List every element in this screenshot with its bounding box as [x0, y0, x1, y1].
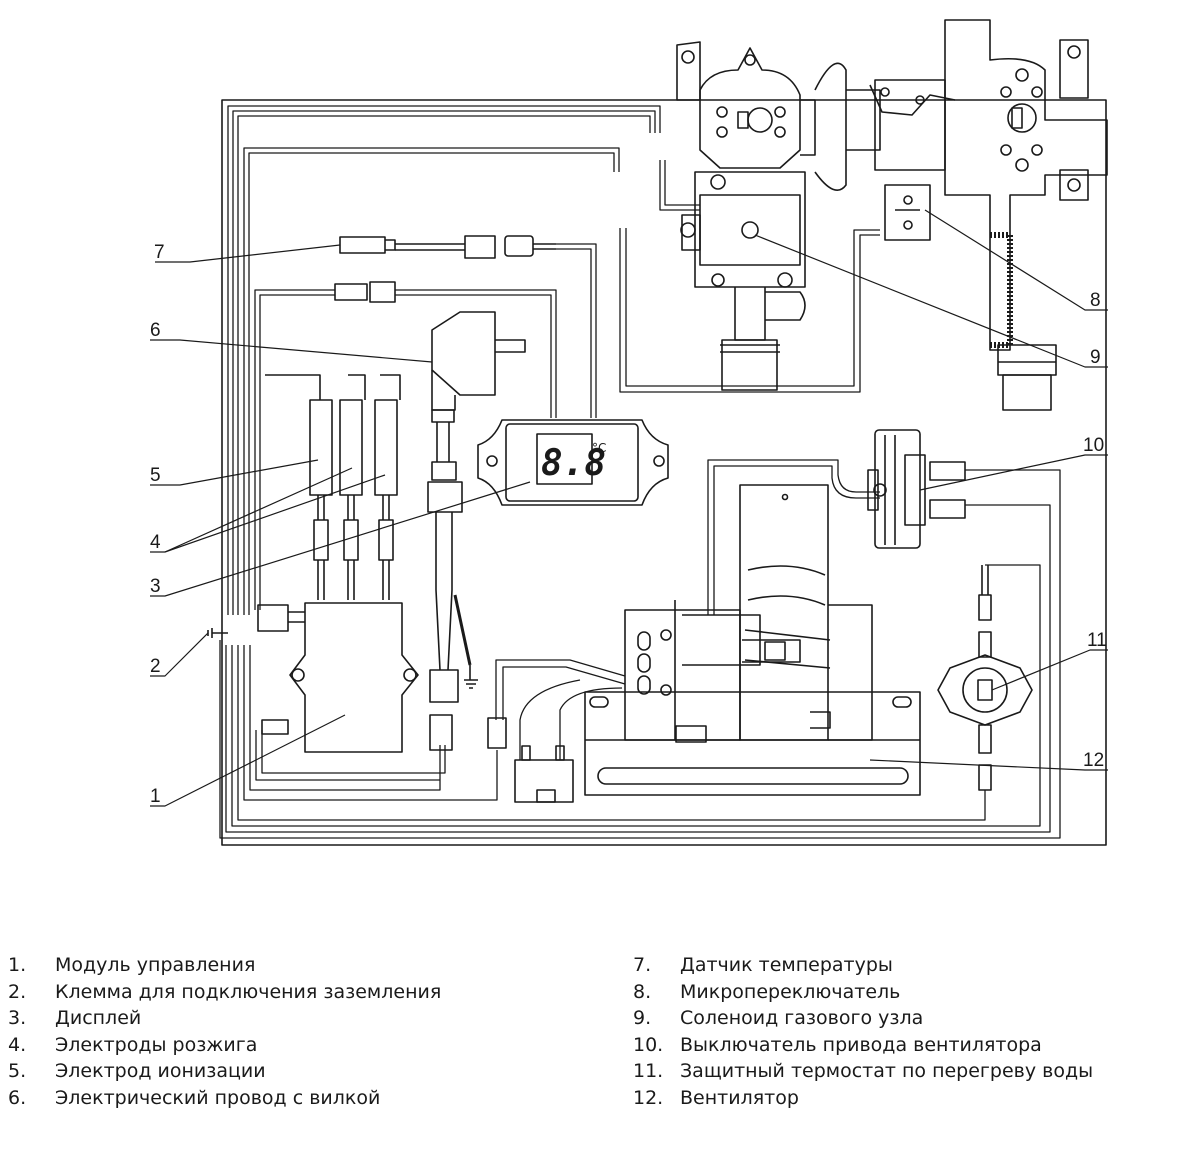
leader-5: [150, 459, 319, 486]
wiring-diagram: 8.8 °C: [150, 19, 1108, 846]
enclosure-frame: [221, 99, 1107, 846]
legend-text: Выключатель привода вентилятора: [680, 1033, 1042, 1056]
ground-terminal: [207, 628, 228, 638]
legend-item: 11. Защитный термостат по перегреву воды: [633, 1058, 1093, 1085]
legend-number: 6.: [8, 1086, 27, 1109]
leader-2: [150, 632, 209, 677]
legend-text: Модуль управления: [55, 954, 256, 976]
callout-5: 5: [150, 465, 161, 486]
leader-1: [150, 714, 346, 807]
temperature-sensor: [339, 235, 556, 259]
legend-item: 1. Модуль управления: [8, 952, 441, 979]
legend-number: 3.: [8, 1007, 27, 1029]
legend-number: 10.: [633, 1033, 664, 1056]
legend-number: 5.: [8, 1060, 27, 1082]
leader-7: [155, 244, 341, 263]
display-reading: 8.8: [541, 443, 606, 484]
leader-8: [924, 209, 1108, 311]
callout-10: 10: [1083, 435, 1104, 456]
legend-text: Электроды розжига: [55, 1033, 258, 1056]
legend-text: Клемма для подключения заземления: [55, 980, 442, 1003]
leader-10: [919, 454, 1108, 491]
terminal-block: [487, 717, 574, 803]
display-unit-label: °C: [592, 441, 606, 455]
legend-number: 2.: [8, 980, 27, 1003]
leader-12: [869, 759, 1108, 771]
legend-text: Дисплей: [55, 1007, 142, 1029]
legend-item: 7. Датчик температуры: [633, 952, 1093, 979]
legend-item: 8. Микропереключатель: [633, 979, 1093, 1006]
control-module: [257, 602, 419, 753]
callout-2: 2: [150, 656, 161, 677]
callout-6: 6: [150, 320, 161, 341]
legend-number: 12.: [633, 1086, 664, 1109]
harness-connector: [334, 281, 396, 303]
legend-text: Вентилятор: [680, 1086, 799, 1109]
gas-valve: [676, 41, 881, 391]
legend-item: 4. Электроды розжига: [8, 1032, 441, 1059]
overheat-thermostat: [937, 565, 1033, 791]
fan-switch: [867, 429, 966, 549]
electrodes: [265, 374, 401, 600]
legend-right-column: 7. Датчик температуры 8. Микропереключател…: [633, 952, 1093, 1111]
leader-4b: [164, 474, 386, 553]
legend-item: 9. Соленоид газового узла: [633, 1005, 1093, 1032]
callout-8: 8: [1090, 290, 1101, 311]
legend-item: 2. Клемма для подключения заземления: [8, 979, 441, 1006]
legend-item: 5. Электрод ионизации: [8, 1058, 441, 1085]
wire-harness: [219, 105, 1061, 839]
legend-item: 12. Вентилятор: [633, 1085, 1093, 1112]
legend-number: 11.: [633, 1060, 664, 1082]
legend-text: Датчик температуры: [680, 954, 893, 976]
leader-11: [991, 649, 1108, 691]
display-unit: 8.8 °C: [477, 419, 669, 506]
legend-number: 4.: [8, 1033, 27, 1056]
legend-item: 10. Выключатель привода вентилятора: [633, 1032, 1093, 1059]
callout-4: 4: [150, 532, 161, 553]
legend-item: 6. Электрический провод с вилкой: [8, 1085, 441, 1112]
callout-9: 9: [1090, 347, 1101, 368]
legend-text: Защитный термостат по перегреву воды: [680, 1060, 1094, 1082]
legend-number: 9.: [633, 1007, 652, 1029]
legend-text: Микропереключатель: [680, 980, 901, 1003]
callout-3: 3: [150, 576, 161, 597]
leader-9: [754, 234, 1108, 368]
power-plug: [427, 311, 526, 751]
legend-item: 3. Дисплей: [8, 1005, 441, 1032]
legend-number: 8.: [633, 980, 652, 1003]
legend-text: Электрод ионизации: [55, 1060, 266, 1082]
gas-body-right: [869, 19, 1108, 411]
leader-3: [150, 481, 531, 597]
legend-number: 1.: [8, 954, 27, 976]
callout-7: 7: [154, 242, 165, 263]
legend-text: Электрический провод с вилкой: [55, 1086, 381, 1109]
callout-numbers: 7 6 5 4 3 2 1 8 9 10 11 12: [150, 242, 1107, 807]
leader-6: [150, 339, 433, 363]
leader-lines: [150, 209, 1108, 807]
legend-number: 7.: [633, 954, 652, 976]
callout-11: 11: [1087, 630, 1107, 651]
legend-text: Соленоид газового узла: [680, 1007, 924, 1029]
fan-assembly: [584, 484, 921, 796]
callout-12: 12: [1083, 750, 1104, 771]
legend-left-column: 1. Модуль управления 2. Клемма для подключ…: [8, 952, 441, 1111]
callout-1: 1: [150, 786, 161, 807]
leader-4a: [150, 467, 353, 553]
